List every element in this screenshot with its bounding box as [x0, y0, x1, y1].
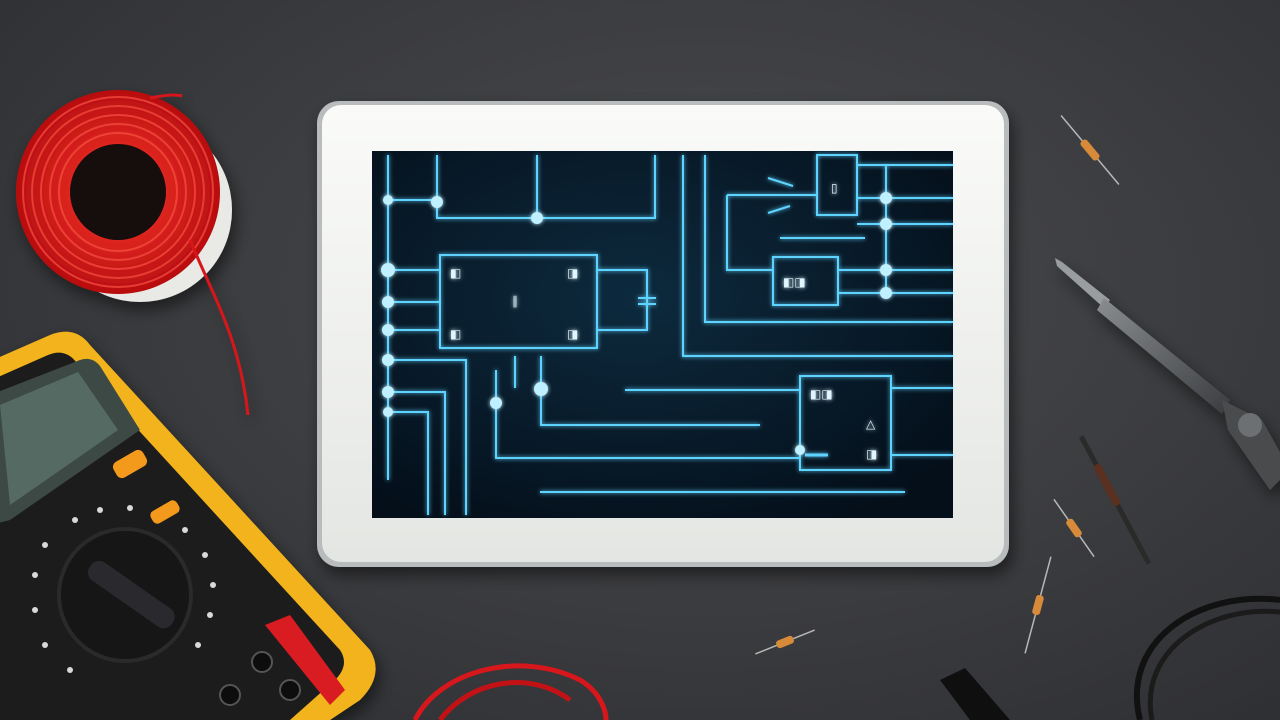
svg-text:◧◨: ◧◨	[783, 275, 806, 289]
svg-text:◨: ◨	[567, 266, 578, 280]
soldering-iron	[1055, 258, 1280, 490]
svg-text:◧: ◧	[450, 327, 461, 341]
svg-text:◧: ◧	[450, 266, 461, 280]
black-cable	[940, 595, 1280, 720]
svg-text:◨: ◨	[866, 447, 877, 461]
svg-text:▯: ▯	[831, 181, 838, 195]
svg-text:◨: ◨	[567, 327, 578, 341]
circuit-diagram	[387, 154, 953, 515]
red-probe-cable	[412, 663, 609, 720]
schematic-symbols: ◧ ◨ ◧ ◨ ∥ ▯ ◧◨ ◧◨ △ ◨	[450, 181, 877, 461]
multimeter	[0, 331, 376, 720]
svg-text:◧◨: ◧◨	[810, 387, 833, 401]
svg-text:∥: ∥	[512, 294, 518, 308]
red-wire-spool	[16, 90, 250, 416]
resistors	[755, 115, 1152, 655]
circuit-nodes	[381, 192, 892, 455]
svg-text:△: △	[866, 417, 876, 431]
